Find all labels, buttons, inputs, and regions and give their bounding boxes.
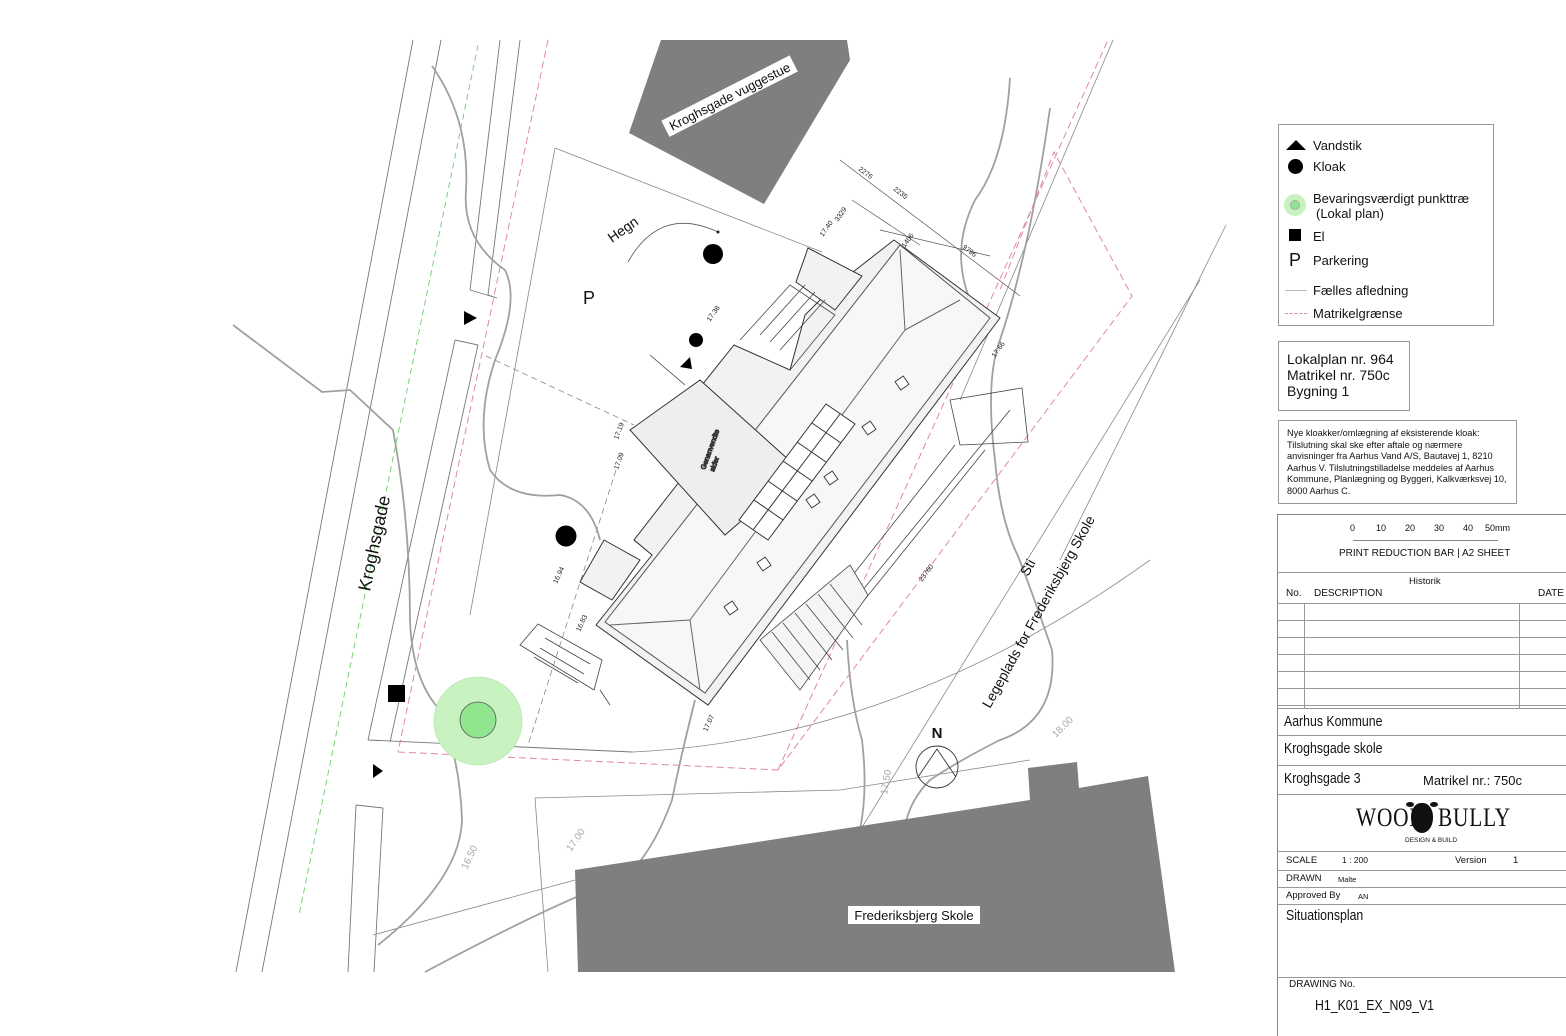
svg-text:17.40: 17.40: [819, 220, 835, 238]
p-icon: P: [1289, 250, 1302, 270]
drawing-no-label: DRAWING No.: [1289, 979, 1356, 990]
dim-2: 2235: [892, 186, 909, 201]
fence-label: Hegn: [605, 213, 642, 245]
school-building: [575, 762, 1175, 972]
drawing-number: H1_K01_EX_N09_V1: [1315, 997, 1434, 1014]
electric-point: [388, 685, 405, 702]
sewer-point-3: [555, 525, 577, 547]
sewer-note: Nye kloakker/omlægning af eksisterende k…: [1278, 420, 1517, 504]
street-edges: [235, 39, 633, 973]
street-label: Kroghsgade: [354, 494, 394, 593]
dim-5: 9796: [961, 244, 978, 259]
bygning-text: Bygning 1: [1287, 383, 1350, 399]
matrikel-text: Matrikel nr. 750c: [1287, 367, 1390, 383]
line-icon: [1283, 283, 1313, 299]
svg-text:18.00: 18.00: [1050, 714, 1076, 740]
project-name: Kroghsgade skole: [1284, 740, 1383, 757]
legend-item-tree: Bevaringsværdigt punkttræ(Lokal plan): [1283, 191, 1469, 221]
sheet-title: Situationsplan: [1286, 907, 1364, 924]
fence-arc: [627, 223, 719, 263]
tree-icon: [1283, 191, 1313, 216]
col-date: DATE: [1538, 588, 1564, 599]
legend-item-parking: P Parkering: [1283, 250, 1369, 270]
legend-item-vandstik: Vandstik: [1283, 138, 1362, 154]
svg-text:17.07: 17.07: [702, 714, 716, 733]
plan-info-box: Lokalplan nr. 964 Matrikel nr. 750c Bygn…: [1278, 341, 1410, 411]
svg-text:17.00: 17.00: [564, 827, 588, 854]
svg-text:17.66: 17.66: [991, 341, 1007, 359]
bull-icon: [1406, 799, 1438, 835]
drain-line: [298, 44, 479, 916]
site-plan-drawing: Kroghsgade vuggestue Frederiksbjerg Skol…: [232, 39, 1227, 973]
history-table: [1278, 603, 1566, 709]
north-arrow: N: [915, 725, 959, 789]
drawn-label: DRAWN: [1286, 873, 1322, 884]
title-block: 0 10 20 30 40 50mm PRINT REDUCTION BAR |…: [1277, 514, 1566, 1036]
version-value: 1: [1513, 855, 1519, 866]
legend-item-kloak: Kloak: [1283, 159, 1346, 175]
dim-3: 3329: [834, 206, 849, 223]
version-label: Version: [1455, 855, 1487, 866]
sewer-point-2: [689, 333, 703, 347]
main-building: Genanvendte skfer: [519, 239, 1029, 706]
dashed-line-icon: [1283, 306, 1313, 322]
square-icon: [1283, 229, 1313, 245]
water-point-3: [373, 764, 383, 778]
svg-text:16.50: 16.50: [460, 844, 481, 872]
scale-label: SCALE: [1286, 855, 1318, 866]
col-no: No.: [1286, 588, 1302, 599]
nursery-building: [629, 40, 850, 204]
circle-icon: [1283, 159, 1313, 175]
matrikel-number: Matrikel nr.: 750c: [1423, 773, 1522, 788]
dimension-lines: [839, 159, 1021, 297]
school-label: Frederiksbjerg Skole: [854, 908, 973, 923]
svg-text:17.19: 17.19: [613, 422, 626, 441]
woodbully-logo: WOOD BULLY DESIGN & BUILD: [1356, 799, 1510, 849]
svg-text:17.09: 17.09: [613, 452, 626, 471]
property-boundary: [397, 39, 1133, 771]
col-description: DESCRIPTION: [1314, 588, 1383, 599]
approved-value: AN: [1358, 892, 1369, 901]
scale-value: 1 : 200: [1342, 855, 1368, 865]
client-name: Aarhus Kommune: [1284, 713, 1383, 730]
legend-item-el: El: [1283, 229, 1325, 245]
path-label: Sti: [1017, 556, 1039, 578]
triangle-icon: [1283, 138, 1313, 154]
water-point-2: [680, 357, 692, 369]
tree-icon: [459, 701, 497, 739]
legend-item-drain: Fælles afledning: [1283, 283, 1408, 299]
legend-item-property: Matrikelgrænse: [1283, 306, 1403, 322]
svg-text:17.50: 17.50: [879, 769, 894, 796]
lokalplan-text: Lokalplan nr. 964: [1287, 351, 1394, 367]
print-reduction-bar: 0 10 20 30 40 50mm: [1350, 523, 1510, 563]
sewer-point-1: [703, 244, 723, 264]
water-point-1: [464, 311, 477, 325]
north-label: N: [932, 725, 943, 742]
approved-label: Approved By: [1286, 890, 1341, 901]
svg-text:17.38: 17.38: [706, 305, 722, 323]
drawn-value: Malte: [1338, 875, 1357, 884]
parking-label: P: [583, 288, 595, 308]
address: Kroghsgade 3: [1284, 770, 1361, 787]
legend: Vandstik Kloak Bevaringsværdigt punkttræ…: [1278, 124, 1494, 326]
history-title: Historik: [1409, 576, 1441, 587]
svg-text:16.94: 16.94: [552, 566, 566, 585]
reduction-bar-label: PRINT REDUCTION BAR | A2 SHEET: [1339, 548, 1511, 559]
svg-text:16.83: 16.83: [575, 614, 589, 633]
dim-6: 23760: [918, 563, 935, 583]
